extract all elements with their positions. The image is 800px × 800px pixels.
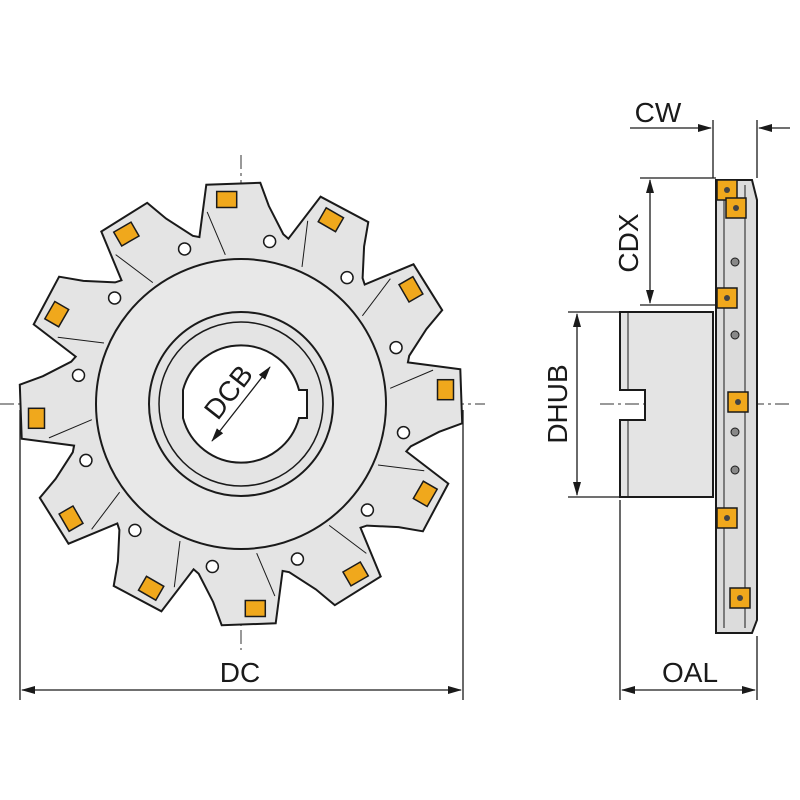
pocket-edge bbox=[256, 552, 276, 597]
insert bbox=[43, 300, 70, 328]
insert-screw-icon bbox=[735, 399, 741, 405]
pocket-edge bbox=[361, 278, 391, 317]
clamp-screw-icon bbox=[107, 291, 122, 305]
clamp-screw-icon bbox=[177, 242, 192, 256]
clamp-screw-icon bbox=[262, 234, 277, 249]
dhub-label: DHUB bbox=[542, 364, 573, 443]
pocket-edge bbox=[57, 336, 105, 344]
insert bbox=[341, 560, 370, 587]
insert-screw-icon bbox=[724, 515, 730, 521]
clamp-screw-icon bbox=[396, 425, 411, 440]
insert bbox=[215, 190, 238, 209]
pocket-edge bbox=[301, 220, 309, 268]
clamp-screw-icon bbox=[79, 453, 93, 468]
insert bbox=[412, 480, 439, 508]
side-inserts bbox=[716, 179, 751, 609]
insert-screw-icon bbox=[733, 205, 739, 211]
clamp-screw-icon bbox=[128, 523, 142, 538]
dimension-lines bbox=[19, 120, 790, 700]
bolt-hole-icon bbox=[730, 427, 740, 437]
pocket-edge bbox=[91, 491, 121, 530]
pocket-edge bbox=[115, 254, 154, 284]
clamp-screw-icon bbox=[71, 368, 86, 383]
pocket-edge bbox=[328, 524, 367, 554]
insert bbox=[112, 221, 141, 248]
cdx-label: CDX bbox=[613, 213, 644, 272]
insert bbox=[137, 575, 165, 602]
bolt-hole-icon bbox=[730, 257, 740, 267]
insert bbox=[27, 407, 46, 430]
insert-screw-icon bbox=[724, 187, 730, 193]
clamp-screw-icon bbox=[389, 340, 403, 355]
insert bbox=[58, 504, 85, 533]
clamp-screw-icon bbox=[290, 552, 305, 566]
clamp-screw-icon bbox=[340, 270, 354, 285]
clamp-screw-icon bbox=[205, 559, 220, 574]
pocket-edge bbox=[173, 540, 181, 588]
bolt-hole-icon bbox=[730, 330, 740, 340]
oal-label: OAL bbox=[662, 657, 718, 688]
pocket-edge bbox=[377, 464, 425, 472]
insert bbox=[436, 378, 455, 401]
insert bbox=[244, 599, 267, 618]
insert bbox=[397, 275, 424, 304]
pocket-edge bbox=[206, 211, 226, 256]
clamp-screw-icon bbox=[360, 503, 375, 517]
dc-label: DC bbox=[220, 657, 260, 688]
cw-label: CW bbox=[635, 97, 682, 128]
inner-ring-2 bbox=[158, 321, 324, 487]
bolt-hole-icon bbox=[730, 465, 740, 475]
insert-screw-icon bbox=[724, 295, 730, 301]
insert-screw-icon bbox=[737, 595, 743, 601]
pocket-edge bbox=[389, 369, 434, 389]
insert bbox=[317, 206, 345, 233]
pocket-edge bbox=[48, 419, 93, 439]
